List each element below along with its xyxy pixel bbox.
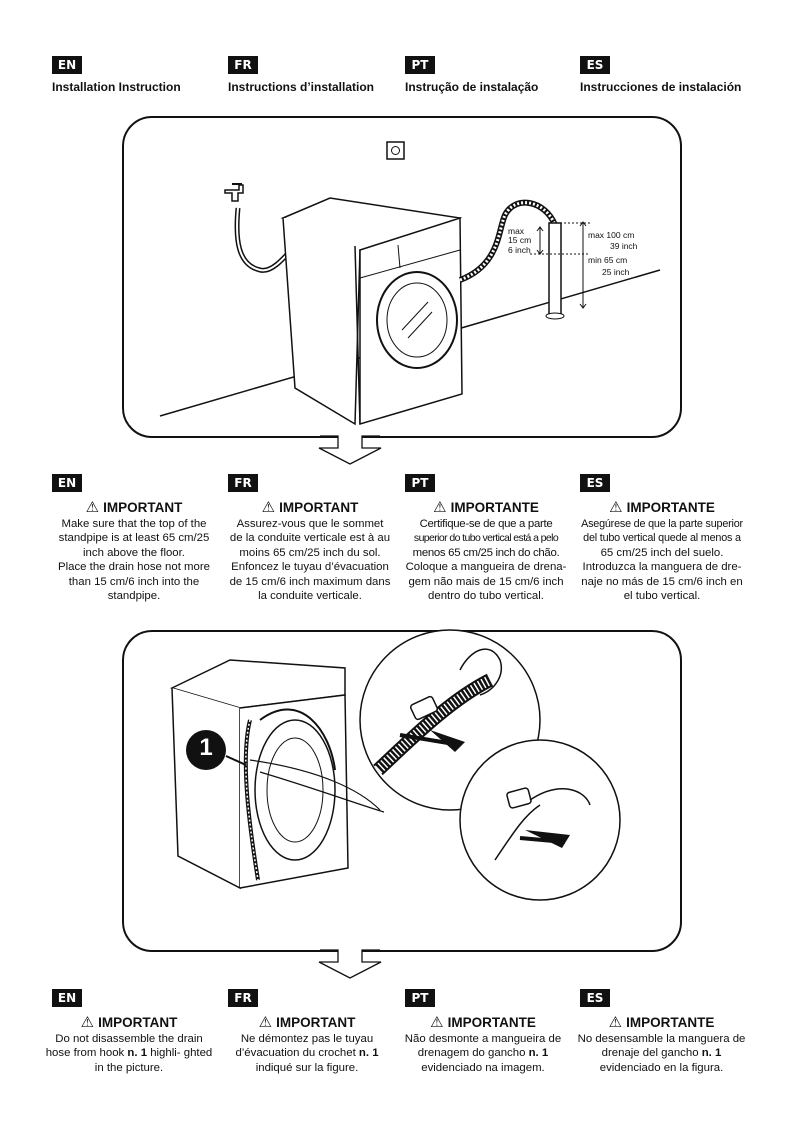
text-line: Assurez-vous que le sommet <box>236 517 384 530</box>
callout-number: 1 <box>199 734 213 761</box>
header-pt: Instrução de instalação <box>405 80 539 94</box>
important-en-2: ⚠IMPORTANT Do not disassemble the drain … <box>44 1014 214 1075</box>
text-line: superior do tubo vertical está a pelo <box>413 532 559 544</box>
header-en: Installation Instruction <box>52 80 181 94</box>
important-title: IMPORTANTE <box>626 500 715 515</box>
lang-badge-fr-2: FR <box>228 474 258 492</box>
text-line: Make sure that the top of the <box>61 517 207 530</box>
warning-icon: ⚠ <box>80 1014 95 1031</box>
important-pt-2: ⚠IMPORTANTE Não desmonte a mangueira de … <box>398 1014 568 1075</box>
text-line: inch above the floor. <box>83 546 185 559</box>
text-line: 65 cm/25 inch del suelo. <box>600 546 724 559</box>
label-6inch: 6 inch <box>508 245 531 255</box>
hook-illustration <box>169 629 621 979</box>
important-en-1: ⚠IMPORTANT Make sure that the top of the… <box>44 499 224 604</box>
text-line: Introduzca la manguera de dre- <box>582 561 742 573</box>
text-line: Certifique-se de que a parte <box>419 517 553 530</box>
label-min65: min 65 cm <box>588 255 628 265</box>
lang-badge-en-3: EN <box>52 989 82 1007</box>
lang-badge-es-2: ES <box>580 474 610 492</box>
important-fr-1: ⚠IMPORTANT Assurez-vous que le sommet de… <box>220 499 400 604</box>
text-line: Enfoncez le tuyau d’évacuation <box>231 561 389 573</box>
text-line: dentro do tubo vertical. <box>428 590 544 602</box>
important-pt-1: ⚠IMPORTANTE Certifique-se de que a parte… <box>396 499 576 604</box>
important-text: Não desmonte a mangueira de drenagem do … <box>404 1032 562 1074</box>
lang-badge-pt-3: PT <box>405 989 435 1007</box>
text-line: Coloque a mangueira de drena- <box>405 561 567 573</box>
warning-icon: ⚠ <box>261 499 276 516</box>
text-line: moins 65 cm/25 inch du sol. <box>239 546 381 559</box>
lang-badge-pt: PT <box>405 56 435 74</box>
lang-badge-en: EN <box>52 56 82 74</box>
text-line: gem não mais de 15 cm/6 inch <box>408 575 564 588</box>
text-line: del tubo vertical quede al menos a <box>583 532 741 544</box>
lang-badge-fr-3: FR <box>228 989 258 1007</box>
text-line: standpipe. <box>107 590 161 602</box>
important-text: Do not disassemble the drain hose from h… <box>45 1032 213 1074</box>
important-title: IMPORTANTE <box>626 1015 715 1030</box>
label-15cm: 15 cm <box>508 235 532 245</box>
label-max: max <box>508 226 525 236</box>
header-es: Instrucciones de instalación <box>580 80 742 94</box>
installation-illustration <box>159 141 661 465</box>
important-title: IMPORTANT <box>103 500 183 515</box>
lang-badge-fr: FR <box>228 56 258 74</box>
warning-icon: ⚠ <box>85 499 100 516</box>
important-title: IMPORTANT <box>276 1015 356 1030</box>
header-fr: Instructions d’installation <box>228 80 375 94</box>
important-title: IMPORTANTE <box>450 500 539 515</box>
text-line: than 15 cm/6 inch into the <box>68 575 200 588</box>
text-line: Asegúrese de que la parte superior <box>581 517 743 530</box>
text-line: Place the drain hose not more <box>58 561 210 573</box>
important-title: IMPORTANT <box>279 500 359 515</box>
text-line: el tubo vertical. <box>623 590 701 602</box>
label-25inch: 25 inch <box>602 267 630 277</box>
lang-badge-en-2: EN <box>52 474 82 492</box>
important-text: No desensamble la manguera de drenaje de… <box>577 1032 746 1074</box>
warning-icon: ⚠ <box>430 1014 444 1031</box>
label-39inch: 39 inch <box>610 241 638 251</box>
important-es-1: ⚠IMPORTANTE Asegúrese de que la parte su… <box>572 499 752 604</box>
text-line: standpipe is at least 65 cm/25 <box>58 532 210 544</box>
important-es-2: ⚠IMPORTANTE No desensamble la manguera d… <box>574 1014 749 1075</box>
important-title: IMPORTANTE <box>447 1015 536 1030</box>
lang-badge-es-3: ES <box>580 989 610 1007</box>
label-max100: max 100 cm <box>588 230 635 240</box>
important-title: IMPORTANT <box>98 1015 178 1030</box>
lang-badge-es: ES <box>580 56 610 74</box>
text-line: la conduite verticale. <box>258 590 362 602</box>
important-fr-2: ⚠IMPORTANT Ne démontez pas le tuyau d’év… <box>222 1014 392 1075</box>
warning-icon: ⚠ <box>609 499 623 516</box>
text-line: de 15 cm/6 inch maximum dans <box>229 575 391 588</box>
warning-icon: ⚠ <box>258 1014 273 1031</box>
text-line: naje no más de 15 cm/6 inch en <box>581 575 743 588</box>
warning-icon: ⚠ <box>433 499 447 516</box>
text-line: de la conduite verticale est à au <box>229 532 391 544</box>
important-text: Ne démontez pas le tuyau d’évacuation du… <box>235 1032 379 1074</box>
lang-badge-pt-2: PT <box>405 474 435 492</box>
text-line: menos 65 cm/25 inch do chão. <box>412 546 560 559</box>
warning-icon: ⚠ <box>608 1014 623 1031</box>
